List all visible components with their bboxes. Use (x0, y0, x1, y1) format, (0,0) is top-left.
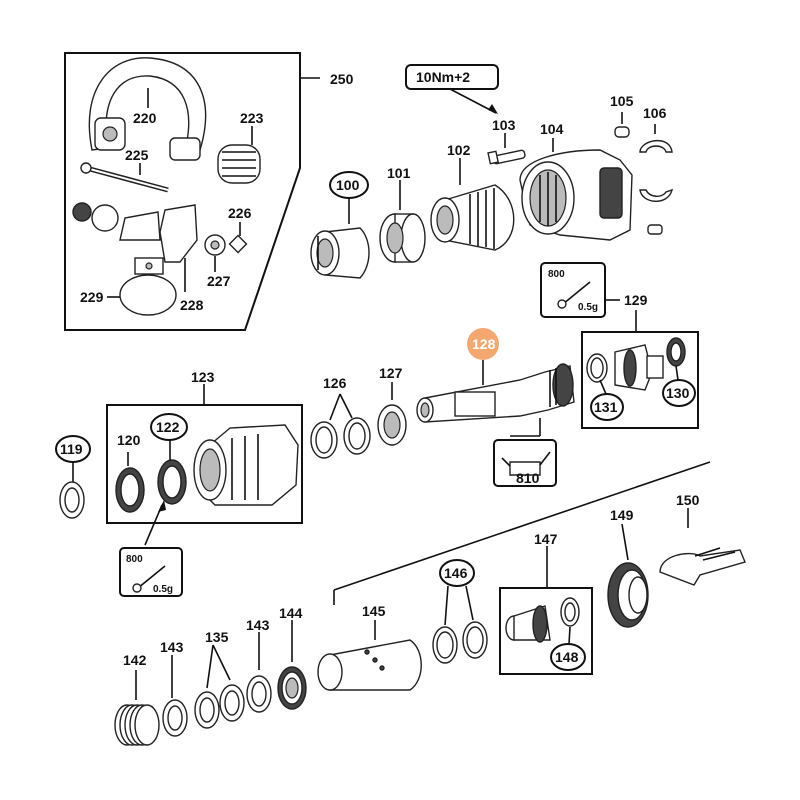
lube-note-122: 800 0.5g (119, 547, 183, 597)
label-104: 104 (540, 121, 564, 137)
retaining-clips-106 (639, 140, 673, 235)
lube-129-weight: 0.5g (578, 302, 598, 313)
shift-fork-150 (659, 547, 746, 586)
clamp-parts-row (72, 202, 248, 263)
callout-146 (439, 559, 475, 587)
label-225: 225 (125, 147, 149, 163)
knob-223 (217, 144, 261, 184)
label-142: 142 (123, 652, 147, 668)
label-101: 101 (387, 165, 411, 181)
seal-127 (377, 404, 407, 446)
shaft-128 (416, 363, 575, 423)
label-135: 135 (205, 629, 229, 645)
spring-142 (114, 704, 160, 746)
label-130: 130 (666, 385, 690, 401)
handle-assembly-group: 250 220 223 225 (64, 52, 354, 331)
label-126: 126 (323, 375, 347, 391)
washers-126 (310, 417, 371, 459)
lube-122-qty: 800 (126, 554, 143, 565)
highlight-128 (467, 328, 499, 360)
label-228: 228 (180, 297, 204, 313)
handle-assembly-frame (64, 52, 301, 331)
label-128: 128 (472, 336, 496, 352)
bearing-assembly-129 (581, 331, 699, 429)
gearbox-assembly-123 (106, 404, 303, 524)
label-227: 227 (207, 273, 231, 289)
lube-note-129: 800 0.5g (540, 262, 606, 318)
label-143a: 143 (160, 639, 184, 655)
label-127: 127 (379, 365, 403, 381)
label-103: 103 (492, 117, 516, 133)
torque-note: 10Nm+2 (405, 64, 499, 114)
seal-101 (379, 213, 426, 263)
part-100-callout: 100 (329, 171, 369, 199)
label-119: 119 (60, 441, 83, 457)
label-120: 120 (117, 432, 141, 448)
label-129: 129 (624, 292, 648, 308)
label-223: 223 (240, 110, 264, 126)
washer-119 (59, 481, 85, 519)
cylinder-102 (430, 184, 515, 251)
label-147: 147 (534, 531, 558, 547)
label-150: 150 (676, 492, 700, 508)
gear-housing-104 (519, 149, 633, 241)
label-229: 229 (80, 289, 104, 305)
washer-143b (246, 675, 272, 713)
label-100: 100 (336, 177, 360, 193)
label-220: 220 (133, 110, 157, 126)
screw-103 (487, 149, 526, 165)
label-143b: 143 (246, 617, 270, 633)
label-250: 250 (330, 71, 354, 87)
label-810: 810 (516, 470, 540, 486)
washers-146 (432, 621, 488, 664)
bearing-assembly-147 (499, 587, 593, 675)
label-106: 106 (643, 105, 667, 121)
bolt-225 (80, 162, 169, 193)
label-149: 149 (610, 507, 634, 523)
callout-130 (662, 379, 696, 407)
lube-122-weight: 0.5g (153, 584, 173, 595)
label-144: 144 (279, 605, 303, 621)
torque-note-text: 10Nm+2 (416, 69, 470, 85)
label-148: 148 (555, 649, 579, 665)
label-226: 226 (228, 205, 252, 221)
pin-105 (614, 126, 630, 138)
washer-143a (162, 699, 188, 737)
washers-135 (194, 684, 245, 729)
callout-122 (150, 413, 188, 441)
label-131: 131 (594, 399, 618, 415)
label-146: 146 (444, 565, 468, 581)
label-145: 145 (362, 603, 386, 619)
bushing-144 (277, 666, 307, 710)
side-handle-220 (88, 57, 207, 161)
label-122: 122 (156, 419, 180, 435)
gear-ring-149 (607, 562, 649, 628)
lube-129-qty: 800 (548, 269, 565, 280)
grease-810-callout: 810 (493, 439, 557, 487)
callout-131 (590, 393, 624, 421)
piston-145 (317, 639, 422, 691)
bushing-100 (310, 227, 370, 279)
clamp-band-229 (119, 257, 177, 316)
label-102: 102 (447, 142, 471, 158)
label-105: 105 (610, 93, 634, 109)
callout-148 (550, 643, 586, 671)
label-123: 123 (191, 369, 215, 385)
